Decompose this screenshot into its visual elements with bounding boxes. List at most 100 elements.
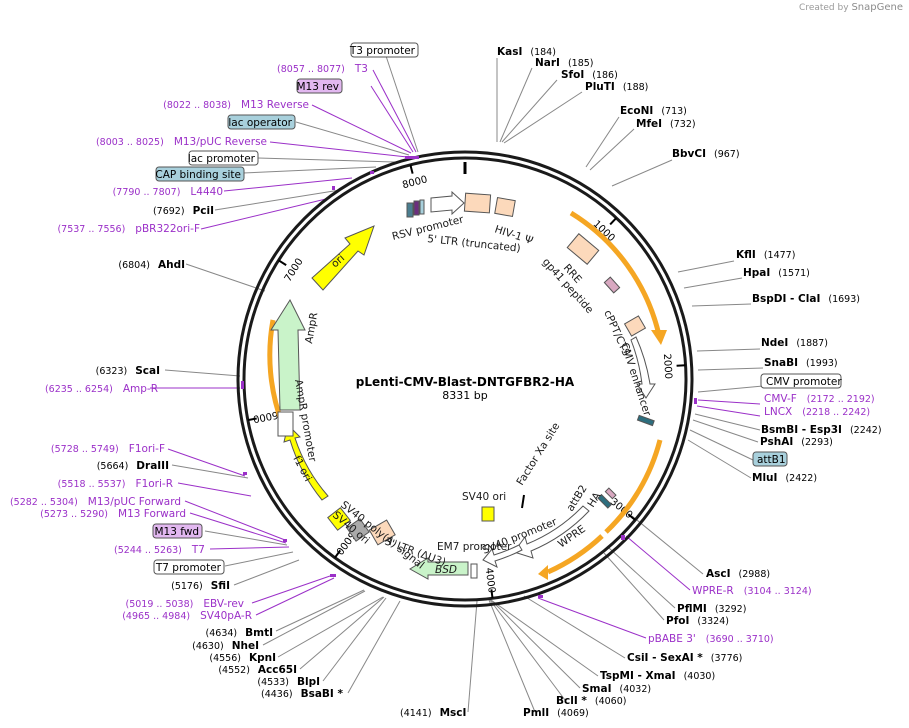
primer-t3: T3 — [354, 63, 368, 75]
svg-text:(8022 .. 8038)M13 Reverse: (8022 .. 8038)M13 Reverse — [163, 99, 309, 111]
orange-arc-right — [604, 439, 663, 534]
primer-m13-puc-reverse: M13/pUC Reverse — [174, 136, 267, 148]
tick-mark-3000 — [627, 513, 636, 521]
enzyme-mlui: MluI — [752, 472, 777, 484]
primer-sv40pa-r: SV40pA-R — [200, 610, 252, 622]
svg-text:(4552)Acc65I: (4552)Acc65I — [218, 664, 297, 676]
svg-text:CsiI - SexAI *(3776): CsiI - SexAI *(3776) — [627, 652, 742, 664]
enzyme-bcli: BclI * — [556, 695, 587, 707]
enzyme-hpai: HpaI — [743, 267, 770, 279]
svg-text:EcoNI(713): EcoNI(713) — [620, 105, 687, 117]
svg-text:PmlI(4069): PmlI(4069) — [523, 707, 589, 719]
primer-m13-forward: M13 Forward — [118, 508, 186, 520]
enzyme-bsmbi-esp3i: BsmBI - Esp3I — [761, 424, 842, 436]
enzyme-tspmi-xmai: TspMI - XmaI — [600, 670, 676, 682]
m13-fwd-box — [152, 523, 203, 539]
svg-text:(4630)NheI: (4630)NheI — [192, 640, 259, 652]
svg-text:(5728 .. 5749)F1ori-F: (5728 .. 5749)F1ori-F — [51, 443, 165, 455]
primer-ebv-rev: EBV-rev — [203, 598, 244, 610]
svg-text:PluTI(188): PluTI(188) — [585, 81, 648, 93]
svg-text:PshAI(2293): PshAI(2293) — [760, 436, 833, 448]
lac-promoter-box — [188, 150, 259, 166]
lac-marker-3 — [419, 199, 425, 215]
enzyme-pluti: PluTI — [585, 81, 615, 93]
svg-text:PfoI(3324): PfoI(3324) — [666, 615, 729, 627]
feature-lac-operator: lac operator — [228, 117, 292, 129]
cppt-box — [623, 315, 647, 337]
leader-lines — [150, 55, 764, 713]
tick-label-8000: 8000 — [401, 174, 428, 191]
svg-text:(5518 .. 5537)F1ori-R: (5518 .. 5537)F1ori-R — [58, 478, 173, 490]
enzyme-bmti: BmtI — [245, 627, 273, 639]
label-ha: HA — [585, 490, 604, 510]
feature-t7-promoter: T7 promoter — [155, 562, 222, 574]
enzyme-pmli: PmlI — [523, 707, 549, 719]
enzyme-mfei: MfeI — [636, 118, 662, 130]
lac-marker-2 — [413, 200, 420, 216]
primer-lncx: LNCX — [764, 406, 792, 418]
svg-text:(6235 .. 6254)Amp-R: (6235 .. 6254)Amp-R — [45, 383, 158, 395]
sv40-ori-inner-box — [481, 506, 495, 522]
tick-mark-4000 — [490, 589, 494, 599]
t3-promoter-box — [350, 42, 419, 58]
svg-text:(5282 .. 5304)M13/pUC Forward: (5282 .. 5304)M13/pUC Forward — [10, 496, 181, 508]
ampr-promoter-box — [277, 411, 294, 437]
svg-text:(6323)ScaI: (6323)ScaI — [96, 365, 160, 377]
enzyme-ahdi: AhdI — [158, 259, 185, 271]
em7-box — [470, 563, 478, 579]
enzyme-pshai: PshAI — [760, 436, 793, 448]
rsv-promoter-arrow — [430, 190, 465, 216]
enzyme-sfoi: SfoI — [561, 69, 584, 81]
tick-label-4000: 4000 — [483, 567, 497, 594]
enzyme-pflmi: PflMI — [677, 603, 707, 615]
feature-cmv-promoter: CMV promoter — [766, 376, 842, 388]
wpre-arrow — [513, 505, 590, 559]
svg-text:(5273 .. 5290)M13 Forward: (5273 .. 5290)M13 Forward — [40, 508, 186, 520]
tick-mark-8000 — [409, 164, 414, 174]
svg-text:PflMI(3292): PflMI(3292) — [677, 603, 746, 615]
cmv-enhancer-arrow — [630, 336, 656, 399]
primer-t7: T7 — [191, 544, 205, 556]
tick-label-6000: 6000 — [252, 409, 279, 425]
small-primer-marks — [241, 156, 697, 598]
lac-marker-1 — [406, 202, 414, 218]
enzyme-csii-sexai: CsiI - SexAI * — [627, 652, 703, 664]
svg-text:SnaBI(1993): SnaBI(1993) — [764, 357, 838, 369]
lac-operator-box — [227, 114, 296, 130]
enzyme-msci: MscI — [440, 707, 467, 719]
credit-prefix: Created by — [799, 3, 849, 13]
svg-text:BspDI - ClaI(1693): BspDI - ClaI(1693) — [752, 293, 860, 305]
label-ampr: AmpR — [303, 312, 320, 345]
enzyme-nhei: NheI — [232, 640, 259, 652]
enzyme-blpi: BlpI — [297, 676, 320, 688]
svg-text:(4533)BlpI: (4533)BlpI — [257, 676, 320, 688]
svg-text:WPRE-R(3104 .. 3124): WPRE-R(3104 .. 3124) — [692, 585, 812, 597]
svg-text:AscI(2988): AscI(2988) — [706, 568, 770, 580]
feature-lac-promoter: lac promoter — [188, 153, 256, 165]
enzyme-kfli: KflI — [736, 249, 756, 261]
primer-m13-reverse: M13 Reverse — [241, 99, 309, 111]
primer-cmv-f: CMV-F — [764, 393, 797, 405]
svg-text:BclI *(4060): BclI *(4060) — [556, 695, 626, 707]
tick-mark-6000 — [247, 417, 257, 422]
ltr3-box — [368, 519, 396, 546]
svg-text:NdeI(1887): NdeI(1887) — [761, 337, 828, 349]
orange-arc-upper-right — [569, 210, 662, 336]
tick-mark-2000 — [676, 364, 686, 367]
hiv-psi-box — [494, 196, 516, 218]
svg-text:(8003 .. 8025)M13/pUC Reverse: (8003 .. 8025)M13/pUC Reverse — [96, 136, 267, 148]
svg-text:CMV-F(2172 .. 2192): CMV-F(2172 .. 2192) — [764, 393, 875, 405]
ha-marker — [604, 487, 617, 500]
feature-attb1: attB1 — [757, 454, 786, 466]
sv40-ori-box — [327, 507, 351, 531]
enzyme-pcii: PciI — [193, 205, 214, 217]
gp41-box — [603, 276, 621, 294]
svg-text:LNCX(2218 .. 2242): LNCX(2218 .. 2242) — [764, 406, 870, 418]
bsd-arrow — [409, 557, 469, 580]
backbone-outer-circle — [236, 150, 694, 608]
primer-amp-r: Amp-R — [123, 383, 158, 395]
svg-text:(8057 .. 8077)T3: (8057 .. 8077)T3 — [277, 63, 368, 75]
primer-l4440: L4440 — [190, 186, 223, 198]
feature-m13-fwd: M13 fwd — [154, 526, 199, 538]
cmv-promoter-box — [760, 373, 842, 389]
